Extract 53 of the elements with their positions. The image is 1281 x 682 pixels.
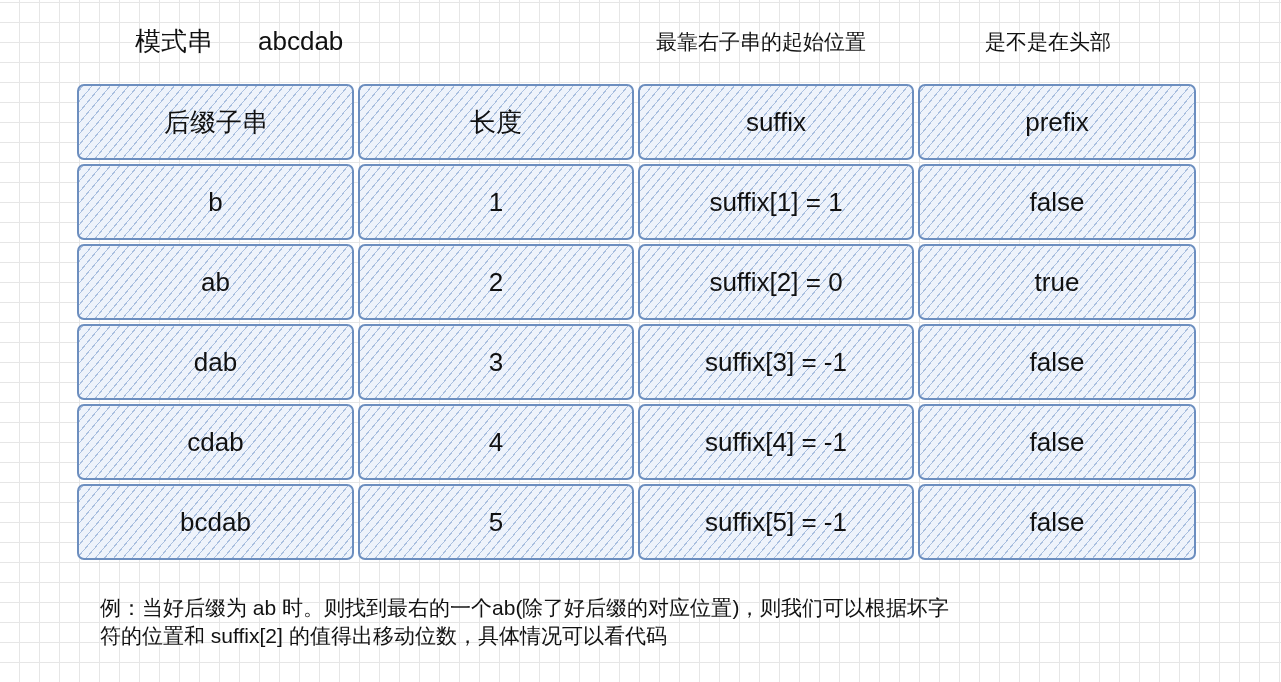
cell-text: false: [1029, 426, 1085, 458]
note-text: 例：当好后缀为 ab 时。则找到最右的一个ab(除了好后缀的对应位置)，则我们可以根据坏字符的位置和 suffix[2] 的值得出移动位数，具体情况可以看代码: [100, 595, 951, 650]
table-cell: [918, 164, 1196, 240]
table-cell: [358, 164, 634, 240]
table-cell: [638, 324, 914, 400]
cell-text: suffix[2] = 0: [709, 266, 843, 298]
table-cell: [918, 484, 1196, 560]
cell-text: 2: [488, 266, 504, 298]
cell-text: 后缀子串: [163, 105, 268, 139]
cell-text: 5: [488, 506, 504, 538]
cell-text: 4: [488, 426, 504, 458]
heading-text: 是不是在头部: [985, 29, 1111, 55]
table-cell: [358, 324, 634, 400]
heading-text: abcdab: [258, 25, 344, 58]
cell-text: 长度: [470, 105, 522, 139]
table-cell: [638, 404, 914, 480]
table-cell: [77, 404, 354, 480]
table-cell: [77, 244, 354, 320]
cell-text: ab: [201, 266, 230, 298]
table-cell: [77, 484, 354, 560]
cell-text: suffix[3] = -1: [705, 346, 847, 378]
table-cell: [918, 244, 1196, 320]
table-cell: [638, 244, 914, 320]
cell-text: cdab: [187, 426, 244, 458]
table-cell: [918, 404, 1196, 480]
table-cell: [77, 164, 354, 240]
table-cell: [638, 164, 914, 240]
cell-text: suffix[4] = -1: [705, 426, 847, 458]
heading-text: 最靠右子串的起始位置: [656, 29, 866, 55]
table-cell: [638, 84, 914, 160]
heading-text: 模式串: [135, 25, 213, 58]
cell-text: suffix[1] = 1: [709, 186, 843, 218]
cell-text: suffix[5] = -1: [705, 506, 847, 538]
cell-text: 1: [488, 186, 504, 218]
cell-text: suffix: [745, 106, 807, 138]
cell-text: bcdab: [180, 506, 251, 538]
cell-text: b: [208, 186, 223, 218]
table-cell: [358, 84, 634, 160]
table-cell: [77, 324, 354, 400]
cell-text: 3: [488, 346, 504, 378]
table-cell: [358, 244, 634, 320]
cell-text: false: [1029, 506, 1085, 538]
cell-text: false: [1029, 186, 1085, 218]
table-cell: [358, 484, 634, 560]
cell-text: false: [1029, 346, 1085, 378]
table-cell: [77, 84, 354, 160]
table-cell: [918, 324, 1196, 400]
table-cell: [918, 84, 1196, 160]
cell-text: dab: [193, 346, 238, 378]
table-cell: [358, 404, 634, 480]
cell-text: true: [1034, 266, 1080, 298]
table-cell: [638, 484, 914, 560]
cell-text: prefix: [1025, 106, 1089, 138]
